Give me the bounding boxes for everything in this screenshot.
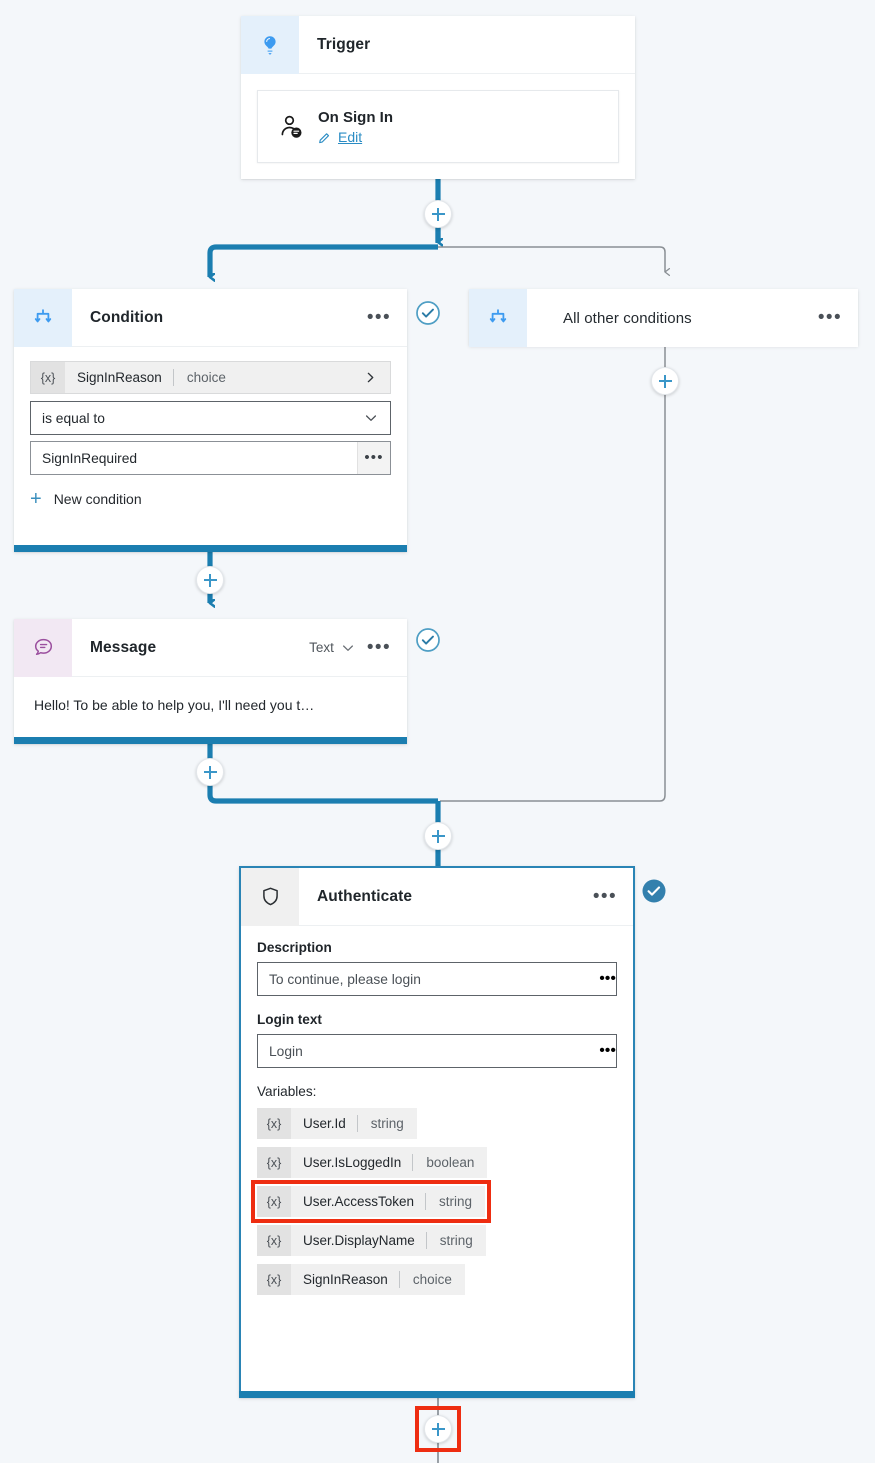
authenticate-header: Authenticate ••• [241, 867, 633, 926]
trigger-title: Trigger [317, 35, 371, 53]
description-input[interactable]: To continue, please login ••• [257, 962, 617, 996]
condition-operator-value: is equal to [42, 410, 105, 426]
description-value: To continue, please login [269, 971, 421, 987]
variable-type: choice [412, 1272, 452, 1287]
variable-row[interactable]: {x} User.Id string [257, 1108, 417, 1139]
condition-value-input[interactable]: SignInRequired ••• [30, 441, 391, 475]
plus-icon: + [30, 488, 42, 510]
add-button-other-branch[interactable] [651, 367, 679, 395]
authenticate-accent-bar [239, 1391, 635, 1398]
authenticate-ellipsis-icon[interactable]: ••• [592, 885, 617, 907]
chevron-down-icon [341, 641, 355, 655]
message-status-check-icon [415, 627, 441, 653]
variable-type: string [370, 1116, 404, 1131]
variable-row[interactable]: {x} User.IsLoggedIn boolean [257, 1147, 488, 1178]
variable-name: User.DisplayName [303, 1233, 415, 1248]
variable-name: User.AccessToken [303, 1194, 415, 1209]
variable-prefix-icon: {x} [31, 362, 65, 393]
authenticate-title: Authenticate [317, 887, 413, 905]
variable-row[interactable]: {x} SignInReason choice [257, 1264, 465, 1295]
message-accent-bar [14, 737, 407, 744]
condition-value-ellipsis-icon[interactable]: ••• [357, 442, 390, 474]
add-button-before-authenticate[interactable] [424, 822, 452, 850]
variable-name: SignInReason [303, 1272, 388, 1287]
condition-accent-bar [14, 545, 407, 552]
branch-icon [14, 288, 72, 347]
description-ellipsis-icon[interactable]: ••• [599, 970, 616, 987]
trigger-item-on-sign-in[interactable]: On Sign In Edit [257, 90, 619, 163]
variable-prefix-icon: {x} [257, 1264, 291, 1295]
message-title: Message [90, 638, 157, 656]
node-condition[interactable]: Condition ••• {x} SignInReason choice [14, 288, 407, 552]
branch-icon [469, 289, 527, 347]
variable-type: string [439, 1194, 473, 1209]
message-ellipsis-icon[interactable]: ••• [366, 636, 391, 658]
trigger-edit-link[interactable]: Edit [338, 128, 363, 145]
login-text-ellipsis-icon[interactable]: ••• [599, 1042, 616, 1059]
message-body-text: Hello! To be able to help you, I'll need… [34, 697, 315, 713]
variable-type: string [439, 1233, 473, 1248]
trigger-header: Trigger [241, 15, 635, 74]
message-type-label: Text [309, 640, 334, 655]
condition-header: Condition ••• [14, 288, 407, 347]
variables-list: {x} User.Id string {x} User.IsLoggedIn b… [251, 1108, 617, 1295]
trigger-item-title: On Sign In [318, 108, 393, 126]
login-text-input[interactable]: Login ••• [257, 1034, 617, 1068]
login-text-value: Login [269, 1043, 303, 1059]
message-type-selector[interactable]: Text [309, 640, 355, 655]
description-label: Description [257, 940, 332, 955]
add-button-after-trigger[interactable] [424, 200, 452, 228]
condition-operator-select[interactable]: is equal to [30, 401, 391, 435]
node-trigger[interactable]: Trigger On Sign In [241, 15, 635, 179]
message-header: Message Text ••• [14, 618, 407, 677]
add-button-after-condition[interactable] [196, 566, 224, 594]
variable-prefix-icon: {x} [257, 1186, 291, 1217]
condition-status-check-icon [415, 300, 441, 326]
variable-prefix-icon: {x} [257, 1225, 291, 1256]
condition-ellipsis-icon[interactable]: ••• [366, 306, 391, 328]
all-other-conditions-title: All other conditions [563, 309, 692, 327]
condition-title: Condition [90, 308, 164, 326]
chevron-right-icon [364, 371, 390, 384]
variables-label: Variables: [257, 1084, 317, 1099]
new-condition-label: New condition [53, 491, 142, 507]
login-text-label: Login text [257, 1012, 322, 1027]
all-other-conditions-header: All other conditions ••• [469, 289, 858, 347]
add-button-after-authenticate[interactable] [424, 1415, 452, 1443]
condition-value-text: SignInRequired [42, 450, 138, 466]
shield-icon [241, 867, 299, 926]
node-authenticate[interactable]: Authenticate ••• Description To continue… [239, 866, 635, 1398]
condition-variable-selector[interactable]: {x} SignInReason choice [30, 361, 391, 394]
pencil-icon [318, 130, 332, 144]
trigger-bolt-icon [241, 15, 299, 74]
all-other-conditions-ellipsis-icon[interactable]: ••• [817, 307, 842, 328]
authenticate-status-check-icon [641, 878, 667, 904]
message-bubble-icon [14, 618, 72, 677]
condition-variable-name: SignInReason [77, 370, 162, 385]
add-button-after-message[interactable] [196, 758, 224, 786]
variable-row[interactable]: {x} User.DisplayName string [257, 1225, 486, 1256]
new-condition-button[interactable]: + New condition [30, 488, 391, 510]
variable-name: User.Id [303, 1116, 346, 1131]
variable-prefix-icon: {x} [257, 1147, 291, 1178]
variable-row-highlighted[interactable]: {x} User.AccessToken string [251, 1180, 492, 1223]
variable-prefix-icon: {x} [257, 1108, 291, 1139]
variable-type: boolean [426, 1155, 475, 1170]
variable-name: User.IsLoggedIn [303, 1155, 402, 1170]
node-all-other-conditions[interactable]: All other conditions ••• [469, 289, 858, 347]
node-message[interactable]: Message Text ••• Hello! To be able to he… [14, 618, 407, 744]
chevron-down-icon [364, 411, 390, 425]
user-signin-icon [276, 112, 318, 142]
condition-variable-type: choice [186, 370, 226, 385]
